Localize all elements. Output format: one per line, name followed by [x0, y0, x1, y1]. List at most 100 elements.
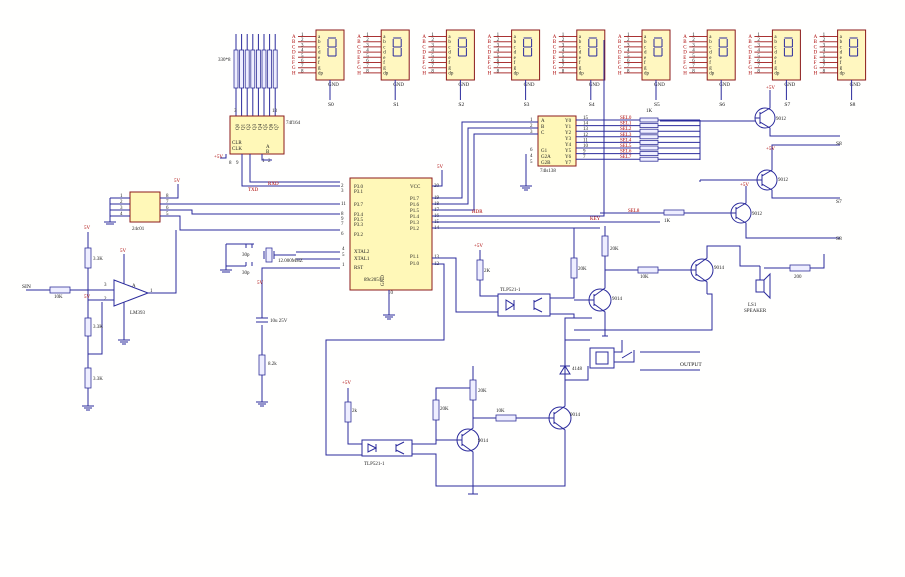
display-segment-letter: g	[709, 66, 712, 71]
display-segment-letter: d	[644, 51, 647, 56]
decoder-output-number: 10	[583, 144, 589, 149]
display-segment-letter: dp	[318, 71, 324, 76]
shift-register-p1: 1	[262, 159, 265, 164]
display-pin-letter: B	[814, 40, 818, 45]
display-pin-number: 6	[627, 59, 630, 64]
display-gnd: GND	[328, 83, 339, 88]
display-pin-letter: G	[748, 66, 752, 71]
display-label: S7	[784, 102, 790, 108]
display-gnd: GND	[784, 83, 795, 88]
display-pin-letter: H	[683, 71, 687, 76]
select-label: SEL2	[620, 127, 632, 132]
r200-label: 200	[794, 275, 802, 280]
display-pin-letter: C	[553, 45, 557, 50]
shift-register-output-pin: Q5	[264, 123, 269, 130]
t1-vcc: +5V	[766, 86, 775, 91]
display-pin-letter: A	[292, 35, 296, 40]
display-segment-letter: e	[448, 56, 451, 61]
display-pin-letter: F	[553, 61, 556, 66]
display-pin-number: 6	[562, 59, 565, 64]
display-pin-number: 1	[431, 33, 434, 38]
decoder-input-pin: A	[541, 119, 545, 124]
display-pin-number: 4	[431, 49, 434, 54]
display-segment-letter: d	[514, 51, 517, 56]
display-segment-letter: d	[774, 51, 777, 56]
array-resistor	[261, 49, 267, 89]
display-segment-letter: f	[579, 61, 581, 66]
display-pin-letter: G	[357, 66, 361, 71]
display-pin-letter: F	[683, 61, 686, 66]
display-pin-letter: E	[488, 56, 491, 61]
mcu-left-pin-number: 8	[341, 212, 344, 217]
display-pin-number: 7	[301, 64, 304, 69]
decoder-pin-g2b: 5	[530, 160, 533, 165]
display-pin-letter: E	[814, 56, 817, 61]
select-resistor	[639, 134, 659, 140]
display-label: S2	[458, 102, 464, 108]
display-segment-letter: f	[644, 61, 646, 66]
display-pin-number: 4	[692, 49, 695, 54]
segment-glyph	[653, 37, 663, 57]
display-pin-letter: E	[422, 56, 425, 61]
display-segment-letter: b	[644, 40, 647, 45]
array-resistor	[239, 49, 245, 89]
mcu-left-pin: P3.0	[354, 185, 364, 190]
display-pin-letter: A	[618, 35, 622, 40]
mcu-left-pin: P3.5	[354, 218, 364, 223]
digit-driver-transistors: 9012 9012 9012 +5V +5V +5V S8 S7 S8	[730, 86, 842, 242]
display-pin-number: 2	[757, 38, 760, 43]
display-label: S1	[393, 102, 399, 108]
display-pin-number: 2	[366, 38, 369, 43]
decoder-output-number: 13	[583, 127, 589, 132]
decoder-output-pin: Y1	[565, 125, 572, 130]
s8-label: S8	[836, 141, 842, 147]
display-segment-letter: e	[383, 56, 386, 61]
q9014-a-label: 9014	[612, 297, 623, 302]
r20k-b-label: 20K	[610, 247, 619, 252]
display-pin-number: 8	[823, 69, 826, 74]
display-segment-letter: c	[448, 45, 451, 50]
display-pin-letter: C	[357, 45, 361, 50]
mcu-left-pin: P3.2	[354, 233, 364, 238]
sin-vcc-b: 5V	[84, 295, 91, 300]
display-pin-number: 7	[823, 64, 826, 69]
r10k-b-label: 10K	[496, 409, 505, 414]
display-segment-letter: e	[644, 56, 647, 61]
mcu-xtal2: XTAL2	[354, 250, 370, 255]
display-pin-letter: F	[748, 61, 751, 66]
display-segment-letter: dp	[383, 71, 389, 76]
comparator-vcc: 5V	[120, 249, 127, 254]
display-pin-number: 3	[757, 43, 760, 48]
display-pin-number: 3	[301, 43, 304, 48]
display-pin-letter: B	[422, 40, 426, 45]
display-segment-letter: d	[840, 51, 843, 56]
shift-register-p2: 2	[268, 159, 271, 164]
display-pin-number: 1	[366, 33, 369, 38]
eeprom-body	[129, 191, 161, 223]
display-segment-letter: b	[514, 40, 517, 45]
display-segment-letter: a	[579, 35, 582, 40]
sel8-label: SEL8	[628, 209, 640, 214]
transistor-2-label: 9012	[778, 178, 789, 183]
display-pin-number: 3	[497, 43, 500, 48]
display-pin-letter: H	[553, 71, 557, 76]
r2k-label: 2K	[484, 269, 491, 274]
comparator-name: LM393	[130, 311, 146, 316]
display-segment-letter: c	[383, 45, 386, 50]
sr-vcc-label: +5V	[214, 155, 223, 160]
display-pin-letter: A	[422, 35, 426, 40]
r10k-b	[495, 414, 517, 422]
display-pin-number: 1	[823, 33, 826, 38]
display-pin-letter: H	[422, 71, 426, 76]
display-pin-number: 3	[627, 43, 630, 48]
display-pin-number: 1	[692, 33, 695, 38]
display-pin-letter: G	[814, 66, 818, 71]
display-segment-letter: a	[514, 35, 517, 40]
decoder-pin-g2a: 4	[530, 154, 533, 159]
display-pin-number: 5	[692, 54, 695, 59]
q9014-b-label: 9014	[714, 266, 725, 271]
